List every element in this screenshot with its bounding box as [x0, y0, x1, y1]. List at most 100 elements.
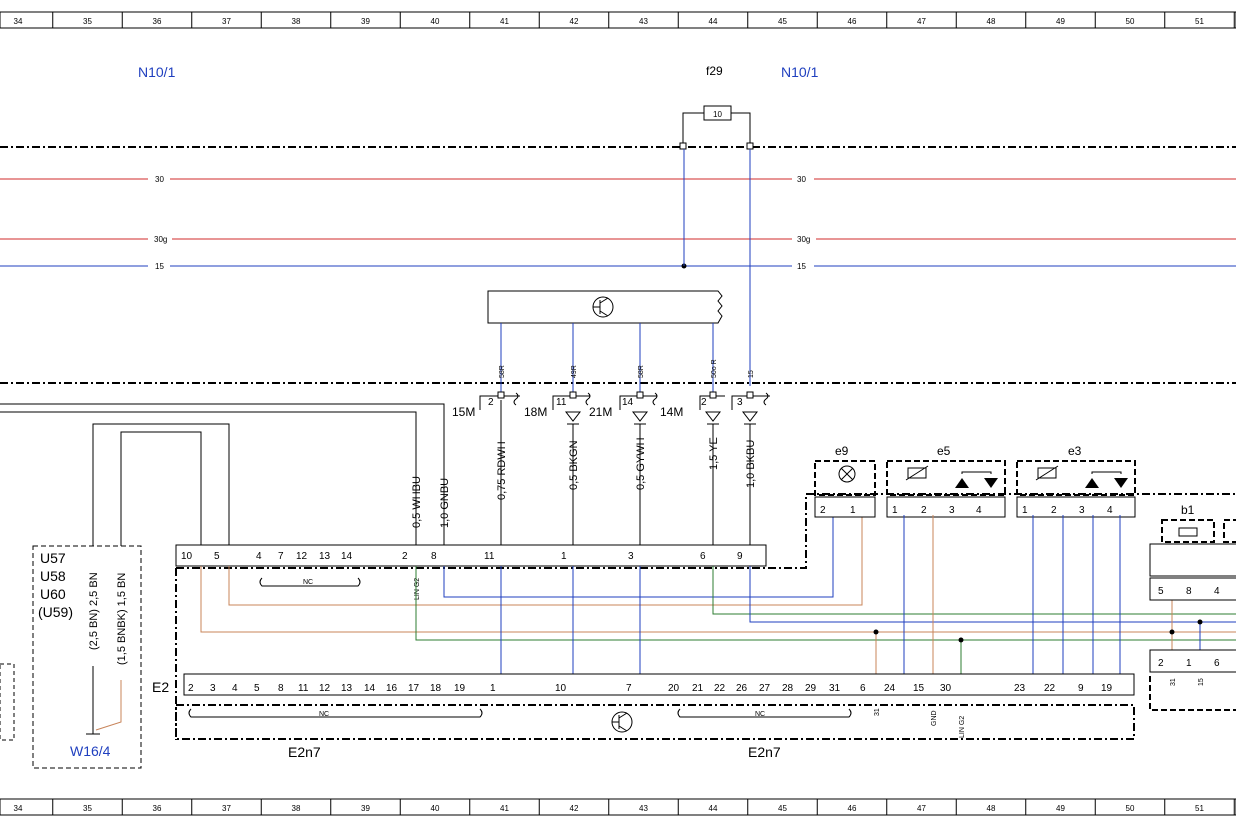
variant-u57: U57 [40, 550, 66, 566]
e2-upper-connector: 10 5 4 7 12 13 14 2 8 11 1 3 6 9 NC LIN … [175, 493, 1236, 740]
up-pin-7: 7 [278, 551, 284, 562]
bus-30g: 30g 30g [0, 234, 1236, 244]
e3-label: e3 [1068, 444, 1082, 458]
bus-30-label-right: 30 [797, 175, 806, 184]
up-pin-4: 4 [256, 551, 262, 562]
wire-label-bn-15: (1,5 BNBK) 1,5 BN [116, 573, 128, 665]
component-wires [903, 515, 1121, 695]
low-pin: 19 [454, 683, 466, 694]
b1-pin-1: 1 [1186, 658, 1192, 669]
low-pin: 31 [829, 683, 841, 694]
terminal-pin-1: 2 [488, 397, 494, 408]
cu-pin-tag-1: 58R [499, 365, 506, 378]
low-pin: 10 [555, 683, 567, 694]
low-pin: 24 [884, 683, 896, 694]
diode-icon-e3 [1085, 478, 1099, 488]
cross-wires [200, 500, 1236, 695]
up-pin-8: 8 [431, 551, 437, 562]
low-pin: 13 [341, 683, 353, 694]
n10-label-left: N10/1 [138, 64, 176, 80]
low-pin: 19 [1101, 683, 1113, 694]
wire-label-bkgn: 0,5 BKGN [568, 440, 580, 490]
low-pin: 21 [692, 683, 704, 694]
low-pin: 7 [626, 683, 632, 694]
low-pin: 29 [805, 683, 817, 694]
e3-pin-2: 2 [1051, 505, 1057, 516]
fuse-f29-label: f29 [706, 64, 723, 78]
up-pin-3: 3 [628, 551, 634, 562]
b1-label: b1 [1181, 503, 1195, 517]
variant-u58: U58 [40, 568, 66, 584]
grid-label: 48 [987, 17, 996, 26]
grid-label: 50 [1126, 17, 1135, 26]
e3-pin-1: 1 [1022, 505, 1028, 516]
terminal-pin-5: 3 [737, 397, 743, 408]
control-unit-top [487, 290, 723, 324]
up-pin-5: 5 [214, 551, 220, 562]
low-pin: 15 [913, 683, 925, 694]
e3-pin-3: 3 [1079, 505, 1085, 516]
b1-pin-8: 8 [1186, 586, 1192, 597]
grid-label: 42 [570, 804, 579, 813]
e5-pin-2: 2 [921, 505, 927, 516]
grid-label: 46 [848, 804, 857, 813]
up-pin-9: 9 [737, 551, 743, 562]
fuse-value: 10 [713, 110, 722, 119]
up-pin-2: 2 [402, 551, 408, 562]
low-pin: 3 [210, 683, 216, 694]
grid-label: 45 [778, 17, 787, 26]
bus-15-label-left: 15 [155, 262, 164, 271]
e5-pin-3: 3 [949, 505, 955, 516]
grid-label: 40 [431, 804, 440, 813]
conn-21m: 21M [589, 405, 612, 419]
low-pin: 8 [278, 683, 284, 694]
grid-label: 43 [639, 804, 648, 813]
cu-pin-tag-4: 50o R [711, 359, 718, 378]
low-pin: 22 [1044, 683, 1056, 694]
low-pin: 30 [940, 683, 952, 694]
grid-label: 43 [639, 17, 648, 26]
grid-label: 34 [14, 17, 23, 26]
grid-label: 36 [153, 804, 162, 813]
up-pin-10: 10 [181, 551, 193, 562]
low-pin: 23 [1014, 683, 1026, 694]
wire-label-bn-25: (2,5 BN) 2,5 BN [88, 572, 100, 650]
grid-label: 37 [222, 804, 231, 813]
component-b1: b1 5 8 4 2 1 6 [1149, 503, 1236, 711]
upper-pin-labels: 10 5 4 7 12 13 14 2 8 11 1 3 6 9 [181, 551, 743, 562]
pin-tag-gnd: GND [931, 710, 938, 726]
e2n7-label-right: E2n7 [748, 744, 781, 760]
grid-label: 45 [778, 804, 787, 813]
up-pin-12: 12 [296, 551, 308, 562]
conn-18m: 18M [524, 405, 547, 419]
grid-label: 44 [709, 17, 718, 26]
low-pin: 4 [232, 683, 238, 694]
bus-30: 30 30 [0, 174, 1236, 184]
e5-pin-4: 4 [976, 505, 982, 516]
grid-label: 46 [848, 17, 857, 26]
transistor-icon-lower [611, 711, 633, 733]
grid-label: 50 [1126, 804, 1135, 813]
bus-30g-label-right: 30g [797, 235, 810, 244]
e2-label: E2 [152, 679, 169, 695]
wire-label-whbu: 0,5 WHBU [411, 476, 423, 528]
ground-symbols [564, 411, 759, 425]
bus-30g-label-left: 30g [154, 235, 167, 244]
mid-wire-labels: 0,5 WHBU 1,0 GNBU 0,75 RDWH 0,5 BKGN 0,5… [411, 437, 757, 528]
low-pin: 20 [668, 683, 680, 694]
b1-pin-6: 6 [1214, 658, 1220, 669]
low-pin: 17 [408, 683, 420, 694]
nc-label-upper: NC [303, 579, 313, 586]
terminal-pin-numbers: 2 11 14 2 3 [488, 397, 743, 408]
pin-tag-31-b1: 31 [1170, 678, 1177, 686]
connector-labels: 15M 18M 21M 14M [452, 405, 683, 419]
grid-label: 47 [917, 17, 926, 26]
bus-15-label-right: 15 [797, 262, 806, 271]
grid-label: 47 [917, 804, 926, 813]
wire-label-ye: 1,5 YE [708, 437, 720, 470]
pin-tag-lin-lower: LIN G2 [959, 716, 966, 738]
fuse-f29: 10 [679, 105, 754, 150]
grid-label: 48 [987, 804, 996, 813]
grid-label: 49 [1056, 804, 1065, 813]
